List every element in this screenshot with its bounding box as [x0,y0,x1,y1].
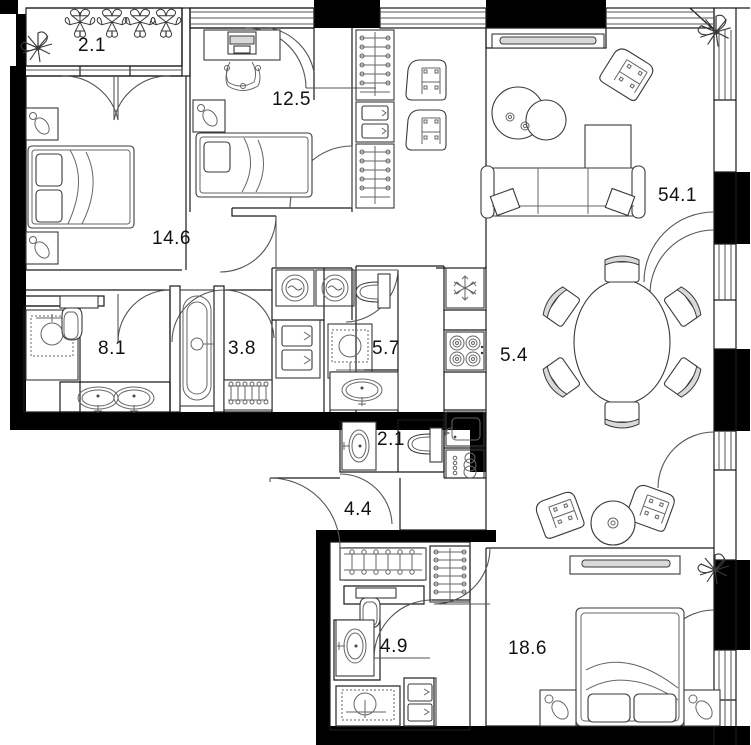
plant-icon [20,8,182,63]
toilet [407,427,443,463]
plant-icon [697,14,731,47]
area-label-master-bedroom: 18.6 [508,638,547,659]
dining-chairs [542,255,702,429]
area-label-hallway: 4.4 [344,499,372,520]
toilet [355,273,391,309]
area-label-bathroom-1: 8.1 [98,338,126,359]
nightstand-lamp [192,99,226,133]
washbasin [335,619,375,677]
area-label-living-room: 54.1 [658,185,697,206]
sofa [480,124,646,219]
armchair [405,59,447,101]
area-label-bedroom-2: 14.6 [152,228,191,249]
armchair [535,491,585,539]
washer [275,269,315,307]
washbasin [341,421,377,471]
nightstand-lamp [25,107,59,141]
towel-rail [223,379,273,411]
closet [355,29,395,209]
dishwasher [445,449,485,479]
storage [403,677,437,727]
area-label-bathroom-2: 3.8 [228,338,256,359]
coffee-table [491,86,567,141]
towel-rail [339,547,427,581]
coffee-table [590,500,636,546]
area-label-kitchen: 5.4 [500,345,528,366]
nightstand-lamp [683,689,721,727]
area-label-bathroom-3: 4.9 [380,636,408,657]
bathtub [179,289,215,407]
nightstand-lamp [539,689,577,727]
windows [26,11,732,726]
washbasin [329,371,399,411]
desk [203,29,281,61]
door-swings [61,27,715,667]
single-bed [195,132,313,198]
area-label-wc: 2.1 [377,429,405,450]
sink [444,411,485,447]
toilet [59,295,99,341]
closet [429,545,471,603]
area-label-balcony: 2.1 [78,35,106,56]
nightstand-lamp [25,231,59,265]
double-bed [575,607,685,727]
refrigerator [445,267,485,309]
armchair [599,48,654,102]
double-vanity [77,386,155,413]
dryer [315,269,355,307]
tv-unit [491,33,605,49]
area-label-bedroom-3: 12.5 [272,89,311,110]
armchair [405,109,447,151]
armchair [625,484,675,532]
dining-table [573,279,671,405]
shower [335,685,401,727]
cooktop [445,331,485,371]
storage [275,319,321,379]
area-label-utility: 5.7 [372,338,400,359]
desk-chair [224,61,261,91]
tv-unit [569,555,681,575]
double-bed [27,145,135,229]
plant-icon [697,553,730,585]
